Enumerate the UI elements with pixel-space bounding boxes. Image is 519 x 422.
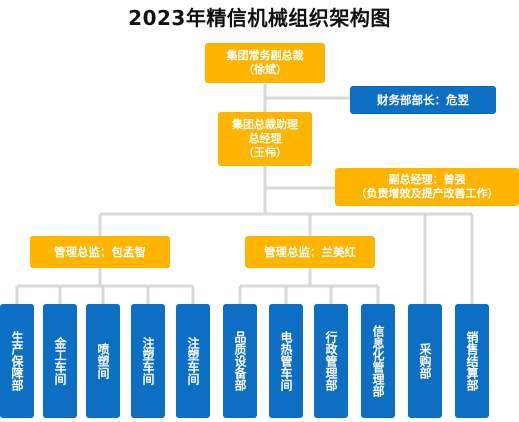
dept-metalwork-workshop: 金工车间 <box>43 304 77 418</box>
dept-purchasing: 采购部 <box>408 304 442 418</box>
node-president-assistant-title: 集团总裁助理 <box>232 118 298 131</box>
dept-injection-workshop-1-label: 注塑车间 <box>141 337 155 385</box>
dept-heating-tube-workshop-label: 电热管车间 <box>279 331 293 391</box>
dept-sales-settlement-label: 销售结算部 <box>465 331 479 391</box>
dept-administration: 行政管理部 <box>314 304 348 418</box>
dept-purchasing-label: 采购部 <box>418 343 432 379</box>
dept-information-management: 信息化管理部 <box>361 304 395 418</box>
dept-heating-tube-workshop: 电热管车间 <box>269 304 303 418</box>
node-president-assistant-name: （王伟） <box>243 146 287 159</box>
node-executive-vp-name: （徐斌） <box>243 63 287 76</box>
dept-injection-workshop-1: 注塑车间 <box>131 304 165 418</box>
node-director-left: 管理总监：包孟智 <box>30 236 170 268</box>
node-director-left-label: 管理总监：包孟智 <box>54 245 146 259</box>
dept-quality-equipment-label: 品质设备部 <box>233 331 247 391</box>
node-finance-head-label: 财务部部长：危翌 <box>377 93 469 107</box>
dept-powder-coating: 喷塑间 <box>86 304 120 418</box>
dept-metalwork-workshop-label: 金工车间 <box>53 337 67 385</box>
node-vice-gm-title: 副总经理：曾强 <box>388 173 466 186</box>
node-director-right: 管理总监：兰美红 <box>245 236 375 268</box>
chart-title: 2023年精信机械组织架构图 <box>128 6 391 30</box>
node-president-assistant: 集团总裁助理 总经理 （王伟） <box>218 112 312 166</box>
node-vice-gm: 副总经理：曾强 （负责增效及提产改善工作） <box>335 168 519 206</box>
dept-production-support: 生产保障部 <box>0 304 34 418</box>
node-executive-vp-title: 集团常务副总裁 <box>226 49 304 62</box>
node-president-assistant-role: 总经理 <box>248 132 282 145</box>
dept-information-management-label: 信息化管理部 <box>371 325 385 397</box>
dept-quality-equipment: 品质设备部 <box>223 304 257 418</box>
dept-sales-settlement: 销售结算部 <box>455 304 489 418</box>
dept-powder-coating-label: 喷塑间 <box>96 343 110 379</box>
node-executive-vp: 集团常务副总裁 （徐斌） <box>205 43 325 83</box>
dept-administration-label: 行政管理部 <box>324 331 338 391</box>
node-director-right-label: 管理总监：兰美红 <box>264 245 356 259</box>
dept-injection-workshop-2-label: 注塑车间 <box>186 337 200 385</box>
dept-injection-workshop-2: 注塑车间 <box>176 304 210 418</box>
node-vice-gm-duty: （负责增效及提产改善工作） <box>355 187 499 200</box>
dept-production-support-label: 生产保障部 <box>10 331 24 391</box>
node-finance-head: 财务部部长：危翌 <box>350 86 496 114</box>
